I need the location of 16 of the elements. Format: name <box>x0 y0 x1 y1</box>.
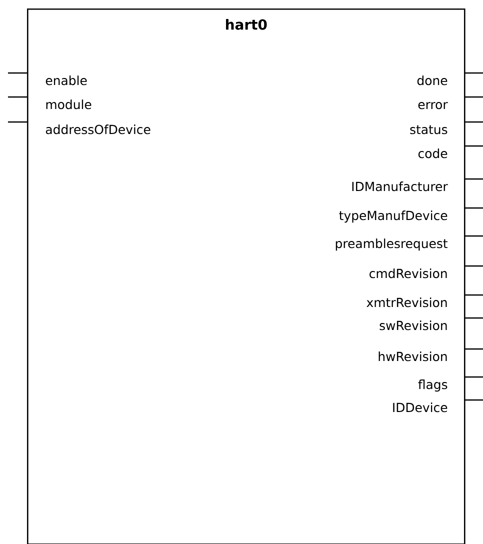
pin-label: done <box>417 76 448 86</box>
pin-label: IDDevice <box>393 402 448 412</box>
pin-label: swRevision <box>380 320 447 330</box>
pin-label: status <box>410 125 448 134</box>
pin-label: code <box>418 148 448 158</box>
pin-label: enable <box>46 76 87 86</box>
pin-label: module <box>46 100 92 110</box>
pin-label: flags <box>418 380 448 392</box>
pin-label: addressOfDevice <box>46 124 150 134</box>
pin-label: xmtrRevision <box>366 298 447 308</box>
pin-label: preamblesrequest <box>336 238 448 251</box>
pin-label: typeManufDevice <box>339 210 448 223</box>
pin-label: cmdRevision <box>370 268 447 278</box>
pin-label: hwRevision <box>378 352 447 362</box>
pin-label: error <box>418 102 448 110</box>
pin-label: IDManufacturer <box>352 182 448 192</box>
